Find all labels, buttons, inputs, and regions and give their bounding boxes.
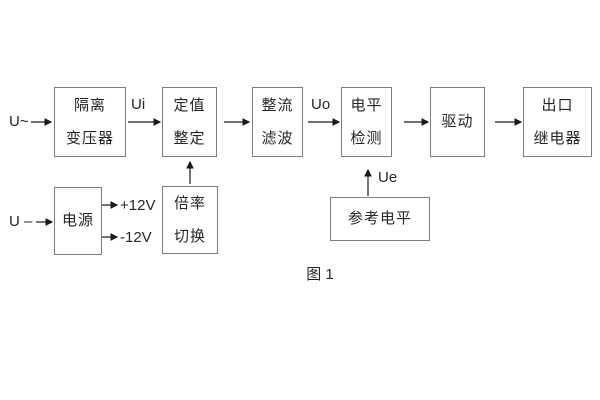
block-label: 参考电平 — [347, 210, 412, 227]
signal-label-ue: Ue — [378, 169, 398, 186]
block-label: 检测 — [350, 130, 383, 147]
signal-label-uo: Uo — [311, 96, 331, 113]
block-rectify-filter: 整流 滤波 — [252, 87, 303, 157]
signal-label-ui: Ui — [131, 96, 146, 113]
block-label: 隔离 — [73, 97, 106, 114]
block-label: 整流 — [261, 97, 294, 114]
block-ratio-switch: 倍率 切换 — [162, 186, 218, 254]
block-label: 整定 — [173, 130, 206, 147]
block-label: 电平 — [350, 97, 383, 114]
signal-label-plus12v: +12V — [120, 197, 156, 214]
block-reference-level: 参考电平 — [330, 197, 430, 241]
block-label: 定值 — [173, 97, 206, 114]
block-label: 切换 — [173, 228, 206, 245]
signal-label-ac-input: U~ — [9, 113, 29, 130]
block-label: 滤波 — [261, 130, 294, 147]
block-output-relay: 出口 继电器 — [523, 87, 592, 157]
signal-label-minus12v: -12V — [120, 229, 152, 246]
block-value-setting: 定值 整定 — [162, 87, 217, 157]
block-drive: 驱动 — [430, 87, 485, 157]
block-label: 倍率 — [173, 195, 206, 212]
block-power-supply: 电源 — [54, 187, 102, 255]
block-label: 继电器 — [533, 130, 582, 147]
block-level-detect: 电平 检测 — [341, 87, 392, 157]
block-label: 电源 — [61, 212, 94, 229]
figure-caption: 图 1 — [306, 266, 334, 283]
block-label: 变压器 — [65, 130, 114, 147]
block-label: 出口 — [541, 97, 574, 114]
block-label: 驱动 — [441, 113, 474, 130]
signal-label-dc-input: U – — [9, 213, 33, 230]
block-isolation-transformer: 隔离 变压器 — [54, 87, 126, 157]
